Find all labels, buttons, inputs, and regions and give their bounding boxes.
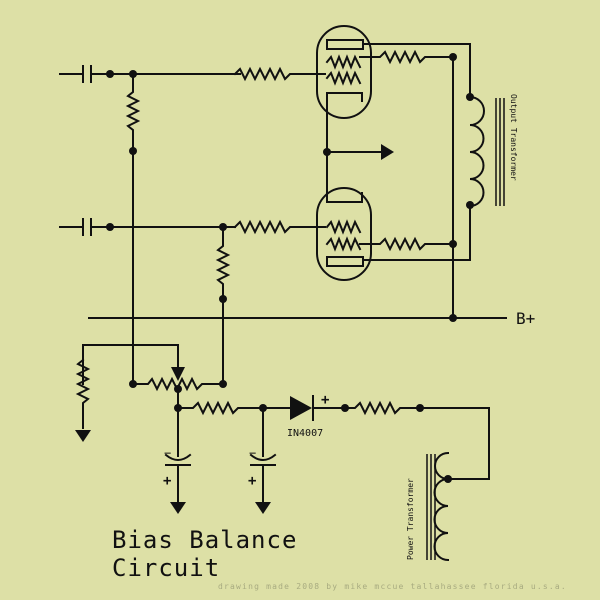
filter-capacitor-left [164, 453, 192, 503]
plate-wire-top [362, 43, 471, 97]
node [219, 380, 227, 388]
input-capacitor-top [59, 65, 241, 83]
filter-capacitor-right [249, 453, 277, 503]
diode-plus-label: + [321, 392, 329, 408]
wiper-arrow-icon [171, 367, 185, 381]
title-line-2: Circuit [112, 554, 221, 582]
plate-wire-bottom [362, 205, 471, 261]
title-line-1: Bias Balance [112, 526, 298, 554]
tube-bottom [316, 187, 372, 281]
diode [290, 395, 346, 421]
screen-resistor-bottom [359, 236, 454, 252]
supply-resistor [344, 400, 421, 416]
arrow-icon [381, 144, 394, 160]
output-transformer [468, 95, 505, 208]
cap-plus-label: + [163, 473, 171, 489]
node [106, 70, 114, 78]
node [466, 201, 474, 209]
power-transformer-label: Power Transformer [406, 478, 415, 560]
balance-potentiometer [132, 376, 224, 392]
screen-resistor-top [359, 49, 454, 65]
wiper-feedback-wire [82, 344, 179, 385]
grid-leak-resistor-top [125, 73, 141, 151]
ground-icon [75, 430, 91, 442]
tube-top [316, 25, 372, 119]
ground-icon [255, 502, 271, 514]
cap-minus-label: − [249, 446, 256, 460]
cap-minus-label: − [164, 446, 171, 460]
filter-resistor [177, 400, 291, 416]
node [466, 93, 474, 101]
grid-resistor-bottom [233, 219, 326, 235]
node [449, 314, 457, 322]
cap-plus-label: + [248, 473, 256, 489]
supply-wire [419, 407, 490, 480]
diode-minus-label: − [276, 400, 284, 416]
power-transformer [426, 451, 450, 562]
output-transformer-label: Output Transformer [509, 94, 518, 181]
node [444, 475, 452, 483]
grid-resistor-top [233, 66, 326, 82]
node [106, 223, 114, 231]
ground-icon [170, 502, 186, 514]
input-capacitor-bottom [59, 218, 236, 236]
diode-part-label: IN4007 [287, 428, 323, 439]
ground-resistor [75, 358, 91, 429]
b-plus-label: B+ [516, 309, 535, 328]
grid-leak-resistor-bottom [215, 226, 231, 299]
node [449, 240, 457, 248]
credit-text: drawing made 2008 by mike mccue tallahas… [218, 582, 567, 591]
node [129, 380, 137, 388]
